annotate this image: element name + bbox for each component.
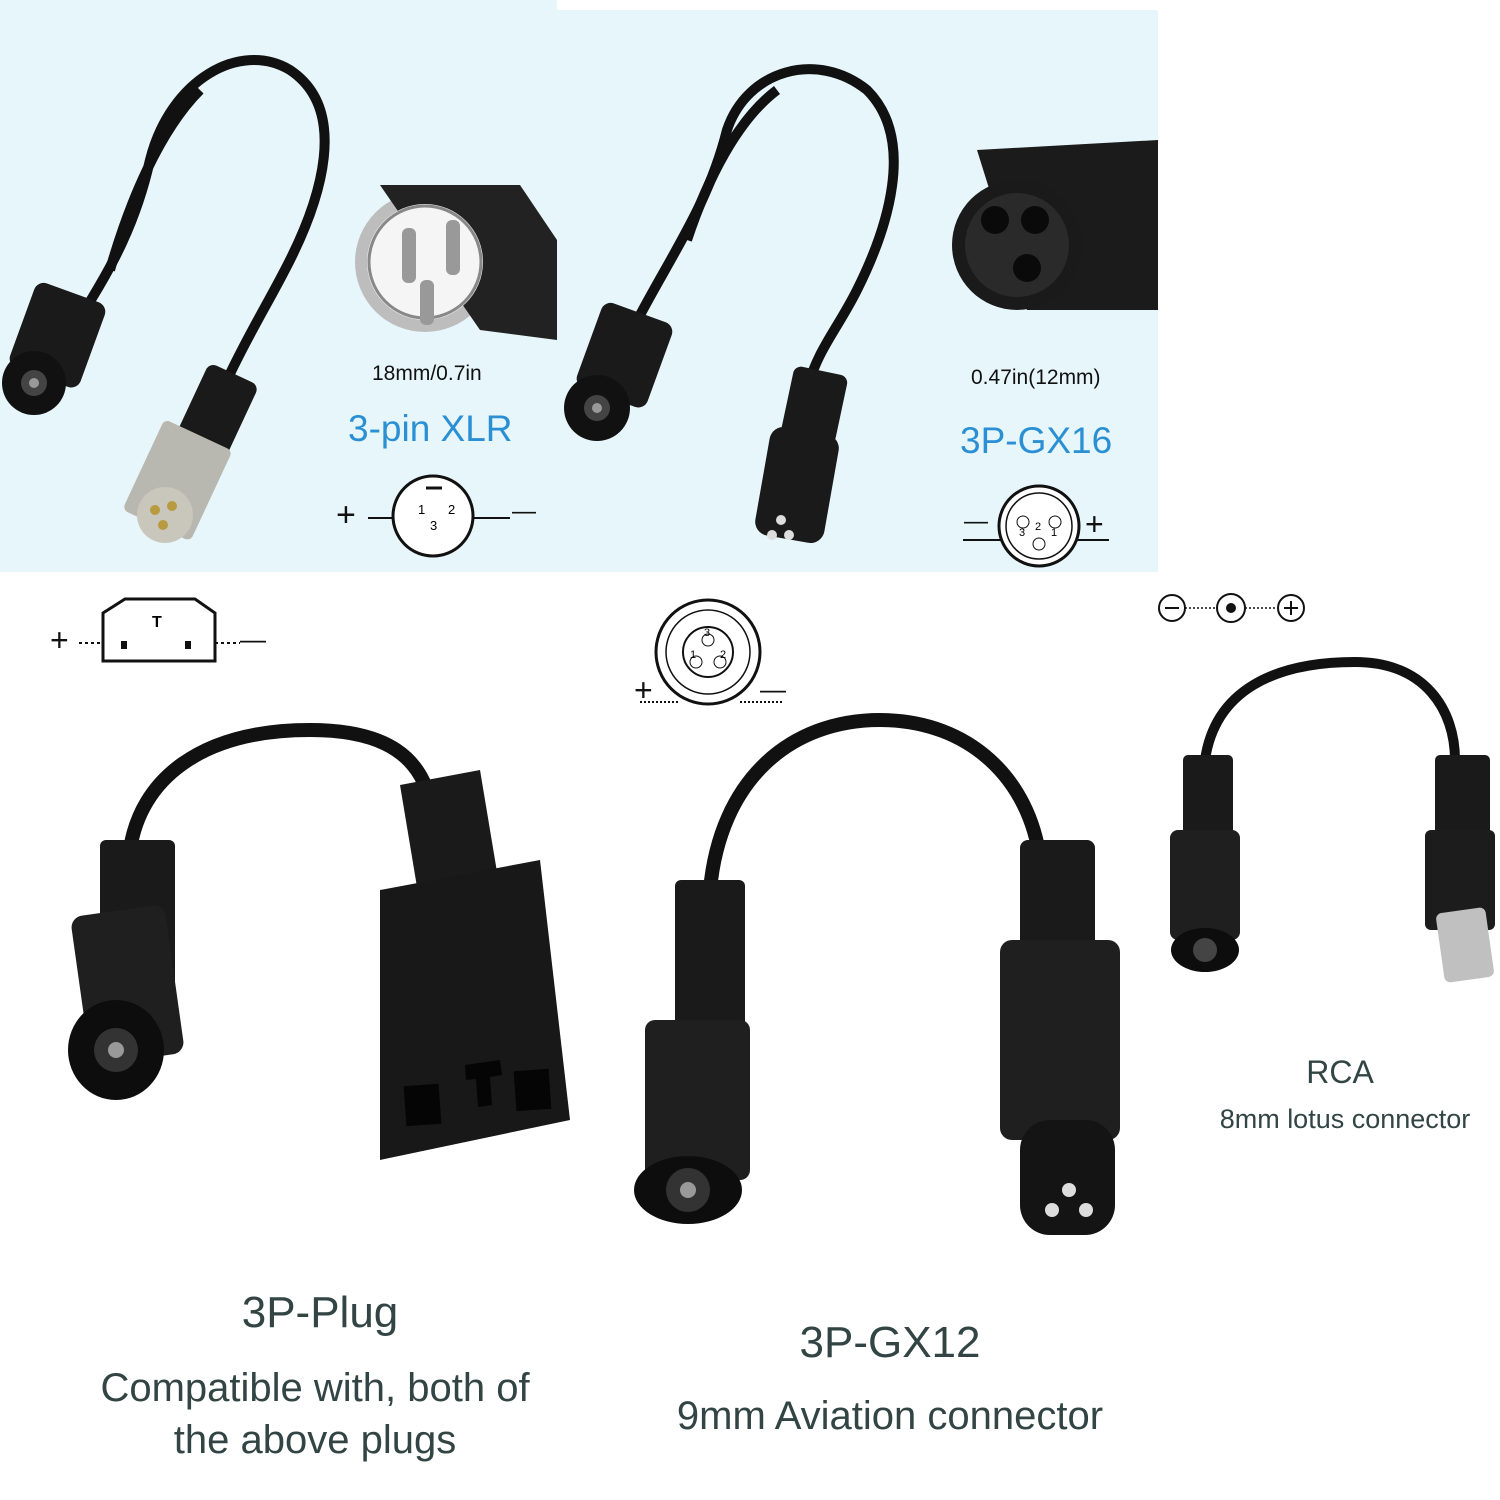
xlr-plus-sign: + bbox=[336, 496, 356, 534]
gx12-plus-sign: + bbox=[634, 672, 653, 708]
gx12-pin-3: 3 bbox=[704, 627, 710, 639]
plug-plus-sign: + bbox=[50, 622, 69, 658]
xlr-pin-3: 3 bbox=[430, 518, 437, 533]
xlr-pin-1: 1 bbox=[418, 502, 425, 517]
rca-desc: 8mm lotus connector bbox=[1219, 1104, 1471, 1134]
gx12-pin-2: 2 bbox=[720, 649, 726, 661]
xlr-minus-sign: — bbox=[512, 498, 536, 525]
rca-title: RCA bbox=[1306, 1054, 1374, 1090]
gx16-product-panel: 0.47in(12mm) 3P-GX16 — 3 2 1 + bbox=[557, 10, 1158, 572]
xlr-size-label: 18mm/0.7in bbox=[372, 362, 482, 385]
gx16-size-label: 0.47in(12mm) bbox=[971, 366, 1101, 389]
rca-pinout-icon bbox=[1158, 593, 1305, 623]
gx12-cable-image bbox=[634, 712, 1120, 1235]
gx12-pinout-icon: 3 1 2 bbox=[640, 598, 782, 706]
plug-pinout-icon: T bbox=[79, 597, 240, 663]
plug-cable-image bbox=[68, 722, 570, 1160]
gx12-desc: 9mm Aviation connector bbox=[676, 1394, 1104, 1438]
xlr-type-label: 3-pin XLR bbox=[348, 408, 513, 449]
gx12-title: 3P-GX12 bbox=[799, 1318, 981, 1367]
gx16-cable-image bbox=[564, 64, 1158, 544]
plug-title: 3P-Plug bbox=[241, 1288, 399, 1337]
xlr-pin-2: 2 bbox=[448, 502, 455, 517]
gx12-minus-sign: — bbox=[760, 674, 786, 704]
plug-minus-sign: — bbox=[240, 624, 266, 654]
xlr-cable-image bbox=[2, 55, 557, 543]
xlr-pinout-icon: 1 2 3 bbox=[368, 474, 510, 558]
xlr-product-panel: 18mm/0.7in 3-pin XLR + 1 2 3 — bbox=[0, 0, 557, 572]
plug-ground-pin: T bbox=[152, 614, 162, 631]
plug-desc-line2: the above plugs bbox=[173, 1418, 457, 1462]
gx16-pin-1: 1 bbox=[1051, 527, 1057, 539]
plug-desc-line1: Compatible with, both of bbox=[100, 1366, 530, 1410]
gx16-type-label: 3P-GX16 bbox=[960, 420, 1113, 461]
gx16-pinout-icon: 3 2 1 bbox=[963, 484, 1109, 568]
gx16-pin-2: 2 bbox=[1035, 521, 1041, 533]
gx16-plus-sign: + bbox=[1085, 506, 1104, 542]
gx16-minus-sign: — bbox=[964, 508, 988, 535]
gx12-pin-1: 1 bbox=[690, 649, 696, 661]
rca-cable-image bbox=[1170, 656, 1495, 983]
gx16-pin-3: 3 bbox=[1019, 527, 1025, 539]
